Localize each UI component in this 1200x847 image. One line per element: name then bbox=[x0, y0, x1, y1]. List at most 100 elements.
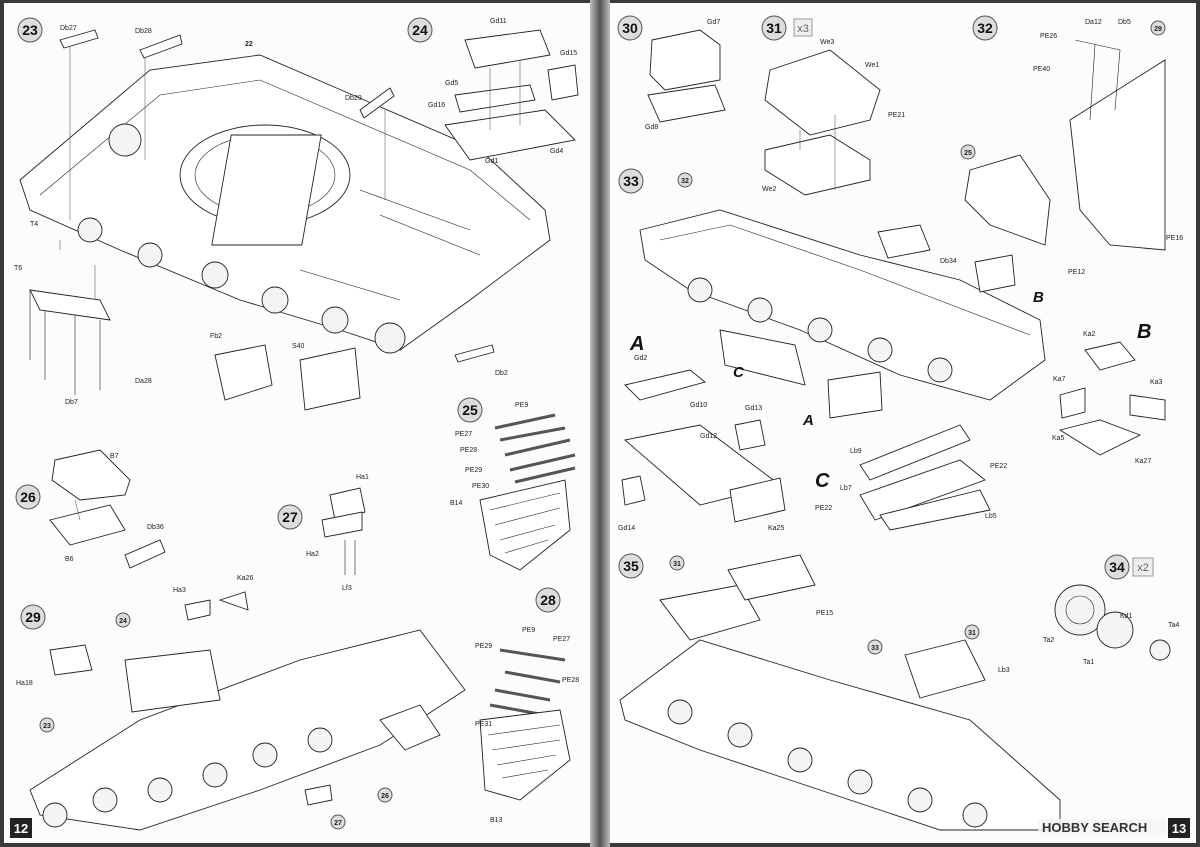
step-24-number: 24 bbox=[412, 22, 428, 38]
step-34-number: 34 bbox=[1109, 559, 1125, 575]
part-label: We3 bbox=[820, 39, 834, 46]
part-label: S40 bbox=[292, 343, 305, 350]
watermark: HOBBY SEARCH bbox=[1042, 820, 1147, 835]
part-label: We1 bbox=[865, 62, 879, 69]
part-label: Ta1 bbox=[1083, 659, 1094, 666]
step-28-mudguard-drawing bbox=[479, 648, 571, 801]
part-label: Ha3 bbox=[173, 587, 186, 594]
part-label: Gd16 bbox=[428, 102, 445, 109]
part-label: Lb7 bbox=[840, 485, 852, 492]
callout-c-letter: C bbox=[733, 364, 745, 381]
step-31-number: 31 bbox=[766, 20, 782, 36]
step-34-multiplier: x2 bbox=[1137, 562, 1149, 574]
part-label: Gd4 bbox=[550, 148, 563, 155]
part-label: Ka26 bbox=[237, 575, 253, 582]
part-label: Lb3 bbox=[998, 667, 1010, 674]
part-label: Lb9 bbox=[850, 448, 862, 455]
part-label: Gd15 bbox=[560, 50, 577, 57]
ref-23: 23 bbox=[43, 723, 51, 730]
subassembly-a-letter: A bbox=[629, 333, 644, 355]
step-33-hull-drawing bbox=[639, 209, 1046, 419]
left-part-labels: Db27 Db28 22 Db29 T4 T6 Da28 Db7 Fb2 S40… bbox=[14, 18, 579, 824]
step-34-sprocket-drawing bbox=[1054, 584, 1171, 661]
part-label: PE9 bbox=[522, 627, 535, 634]
part-label: PE28 bbox=[460, 447, 477, 454]
step-30-number: 30 bbox=[622, 20, 638, 36]
part-label: Da28 bbox=[135, 378, 152, 385]
part-label: Gd11 bbox=[490, 18, 507, 25]
part-label: PE29 bbox=[465, 467, 482, 474]
step-25-number: 25 bbox=[462, 402, 478, 418]
part-label: B6 bbox=[65, 556, 74, 563]
subassembly-b-letter: B bbox=[1137, 321, 1151, 343]
callout-a-letter: A bbox=[802, 412, 814, 429]
step-26-fender-drawing bbox=[49, 449, 166, 569]
part-label: PE30 bbox=[472, 483, 489, 490]
part-label: PE27 bbox=[455, 431, 472, 438]
part-label: B7 bbox=[110, 453, 119, 460]
part-label: Fb2 bbox=[210, 333, 222, 340]
part-label: Db7 bbox=[65, 399, 78, 406]
right-page-number: 13 bbox=[1172, 821, 1186, 836]
part-label: Lb5 bbox=[985, 513, 997, 520]
part-label: PE21 bbox=[888, 112, 905, 119]
part-label: B13 bbox=[490, 817, 503, 824]
part-label: 22 bbox=[245, 41, 253, 48]
step-23-number: 23 bbox=[22, 22, 38, 38]
part-label: PE31 bbox=[475, 721, 492, 728]
part-label: Gd8 bbox=[645, 124, 658, 131]
part-label: PE15 bbox=[816, 610, 833, 617]
part-label: Gd10 bbox=[690, 402, 707, 409]
ref-24: 24 bbox=[119, 618, 127, 625]
ref-31a: 31 bbox=[673, 561, 681, 568]
part-label: Db28 bbox=[135, 28, 152, 35]
part-label: Ka25 bbox=[768, 525, 784, 532]
part-label: PE22 bbox=[990, 463, 1007, 470]
ref-32: 32 bbox=[681, 178, 689, 185]
part-label: PE27 bbox=[553, 636, 570, 643]
step-31-tank-drawing bbox=[764, 49, 881, 196]
part-label: Db36 bbox=[147, 524, 164, 531]
part-label: Gd5 bbox=[445, 80, 458, 87]
step-29-hull-drawing bbox=[29, 591, 466, 831]
subassembly-letters: A B C B C A bbox=[629, 289, 1151, 492]
ref-26: 26 bbox=[381, 793, 389, 800]
part-label: Ta4 bbox=[1168, 622, 1179, 629]
part-label: PE40 bbox=[1033, 66, 1050, 73]
ref-25: 25 bbox=[964, 150, 972, 157]
left-reference-badges: 24 23 26 27 bbox=[39, 612, 393, 830]
part-label: Ka27 bbox=[1135, 458, 1151, 465]
step-27-part-drawing bbox=[321, 487, 366, 575]
subassembly-b-drawing bbox=[1058, 341, 1166, 456]
subassembly-c-letter: C bbox=[815, 470, 830, 492]
part-label: PE9 bbox=[515, 402, 528, 409]
step-28-number: 28 bbox=[540, 592, 556, 608]
part-label: PE16 bbox=[1166, 235, 1183, 242]
part-label: Gd13 bbox=[745, 405, 762, 412]
right-reference-badges: 29 25 32 31 33 31 bbox=[669, 20, 1166, 655]
right-part-labels: Gd7 Gd8 We3 We1 PE21 We2 PE26 Da12 Db5 P… bbox=[618, 19, 1183, 674]
part-label: PE28 bbox=[562, 677, 579, 684]
part-label: Gd14 bbox=[618, 525, 635, 532]
part-label: PE22 bbox=[815, 505, 832, 512]
part-label: Db34 bbox=[940, 258, 957, 265]
part-label: Lf3 bbox=[342, 585, 352, 592]
part-label: PE29 bbox=[475, 643, 492, 650]
left-page-number: 12 bbox=[14, 821, 28, 836]
part-label: Ka2 bbox=[1083, 331, 1096, 338]
ref-33: 33 bbox=[871, 645, 879, 652]
book-gutter bbox=[590, 0, 610, 847]
part-label: PE26 bbox=[1040, 33, 1057, 40]
ref-29: 29 bbox=[1154, 26, 1162, 33]
step-24-box-drawing bbox=[444, 29, 579, 161]
step-26-number: 26 bbox=[20, 489, 36, 505]
part-label: T6 bbox=[14, 265, 22, 272]
part-label: Da12 bbox=[1085, 19, 1102, 26]
step-31-multiplier: x3 bbox=[797, 23, 809, 35]
step-27-number: 27 bbox=[282, 509, 298, 525]
subassembly-a-drawing bbox=[621, 369, 786, 523]
part-label: T4 bbox=[30, 221, 38, 228]
part-label: Gd1 bbox=[485, 158, 498, 165]
part-label: B14 bbox=[450, 500, 463, 507]
